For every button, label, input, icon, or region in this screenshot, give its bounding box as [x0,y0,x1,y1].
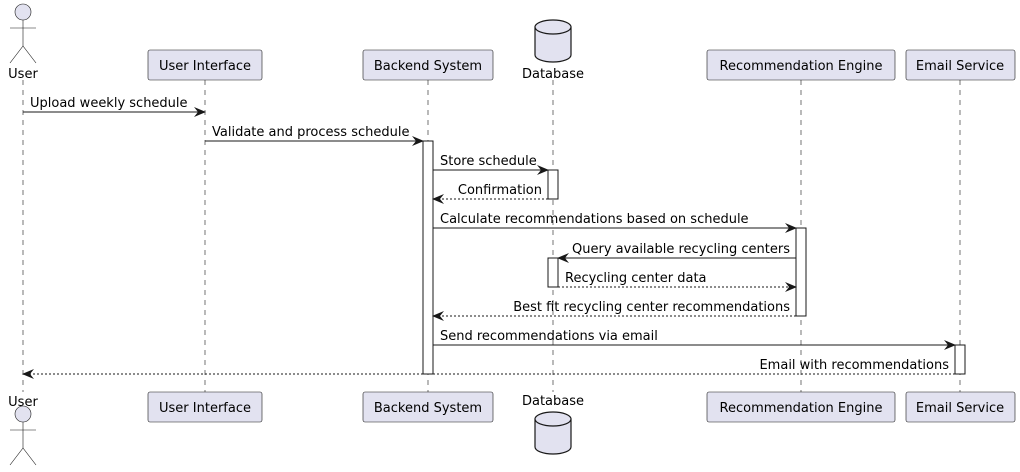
participant-label: Recommendation Engine [720,401,883,416]
database-label: Database [522,67,584,82]
message-10: Email with recommendations [22,358,955,379]
database-label: Database [522,394,584,409]
message-7: Recycling center data [558,271,797,292]
participant-email-top: Email Service [905,49,1016,81]
message-1: Upload weekly schedule [23,96,206,117]
message-label: Confirmation [458,183,542,198]
message-5: Calculate recommendations based on sched… [433,212,797,233]
message-4: Confirmation [432,183,548,204]
participant-rec-top: Recommendation Engine [706,49,896,81]
participant-backend-bottom: Backend System [362,391,494,423]
message-label: Validate and process schedule [212,125,409,140]
participant-ui-bottom: User Interface [147,391,263,423]
activation-bar-rec [795,227,807,317]
participant-rec-bottom: Recommendation Engine [706,391,896,423]
database-icon [534,411,572,455]
actor-label: User [8,395,38,410]
participant-label: User Interface [159,401,251,416]
message-label: Best fit recycling center recommendation… [513,300,790,315]
participant-backend-top: Backend System [362,49,494,81]
message-label: Upload weekly schedule [30,96,188,111]
participant-box [147,391,263,423]
message-2: Validate and process schedule [205,125,424,146]
actor-bottom: User [8,395,38,466]
actor-label: User [8,67,38,82]
message-label: Store schedule [440,154,537,169]
message-8: Best fit recycling center recommendation… [432,300,796,321]
activation-bar-db [547,257,559,288]
message-9: Send recommendations via email [433,329,956,350]
participant-box [147,49,263,81]
activation-bar-backend [422,140,434,375]
participant-box [905,49,1016,81]
participant-label: User Interface [159,59,251,74]
activation-bar-email [954,344,966,375]
participant-box [905,391,1016,423]
participant-box [362,49,494,81]
message-label: Calculate recommendations based on sched… [440,212,749,227]
actor-top: User [8,3,38,82]
message-label: Query available recycling centers [572,242,790,257]
participant-box [362,391,494,423]
participant-box [706,391,896,423]
message-6: Query available recycling centers [557,242,796,263]
participant-label: Email Service [916,401,1004,416]
database-bottom: Database [522,394,584,455]
participant-email-bottom: Email Service [905,391,1016,423]
participant-label: Email Service [916,59,1004,74]
database-icon [534,19,572,63]
message-3: Store schedule [433,154,549,175]
actor-icon [9,405,37,466]
activation-bar-db [547,169,559,200]
message-label: Recycling center data [565,271,707,286]
database-top: Database [522,19,584,82]
participant-ui-top: User Interface [147,49,263,81]
participant-label: Backend System [374,59,482,74]
participant-label: Backend System [374,401,482,416]
participant-label: Recommendation Engine [720,59,883,74]
actor-icon [9,3,37,64]
message-label: Email with recommendations [759,358,949,373]
message-label: Send recommendations via email [440,329,658,344]
participant-box [706,49,896,81]
